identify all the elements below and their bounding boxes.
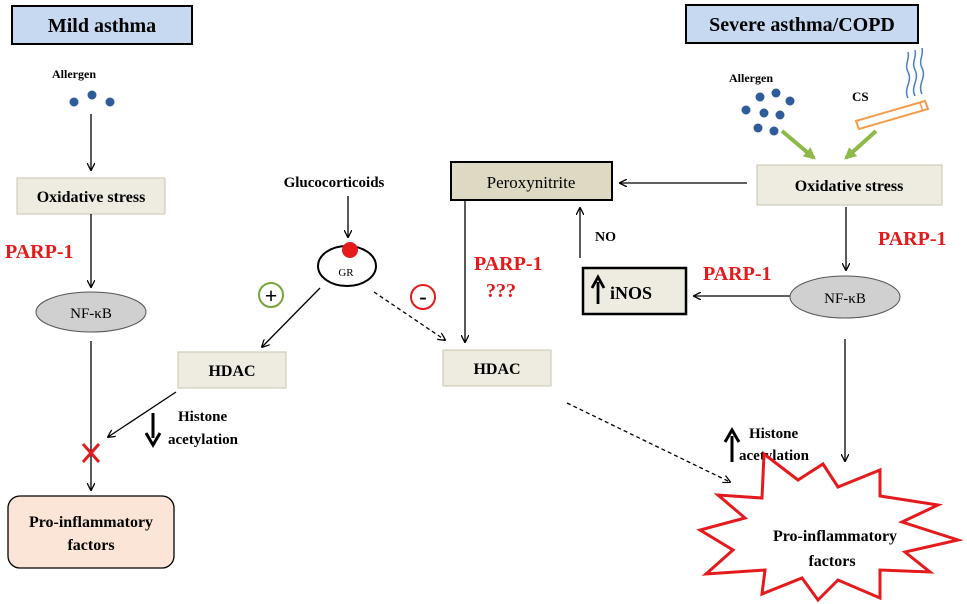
minus-icon: - [410,284,436,310]
right-panel: Severe asthma/COPD Allergen CS Oxidative… [620,4,964,603]
mild-asthma-title-box [11,5,193,45]
proinflammatory-label-left-1: Pro-inflammatory [29,514,153,531]
severe-asthma-title-box [685,4,919,44]
oxidative-stress-label-left: Oxidative stress [37,189,146,206]
parp1-center: PARP-1 [474,253,543,275]
hdac-label-left: HDAC [208,363,255,380]
allergen-label-left: Allergen [52,67,96,81]
green-arrow-cs [844,129,878,160]
parp1-left: PARP-1 [5,241,74,263]
plus-icon: + [258,282,284,308]
allergen-particles-left [69,90,115,107]
severe-asthma-title: Severe asthma/COPD [709,14,895,36]
block-cross-icon [81,443,101,463]
inos-box [581,266,688,316]
proinflammatory-label-right-2: factors [808,553,855,570]
up-arrow-icon-inos [590,274,606,304]
parp1-center-question: ??? [486,280,516,302]
cigarette-icon [854,99,930,131]
nfkb-ellipse-right [789,275,901,319]
histone-label-left: Histone [178,409,228,425]
green-arrow-allergen [780,129,816,160]
acetylation-label-right: acetylation [739,448,810,464]
parp1-inos: PARP-1 [703,263,772,285]
histone-label-right: Histone [749,426,799,442]
mild-asthma-title: Mild asthma [48,15,156,37]
arrow-hdac-to-proinflam-right [566,402,730,482]
arrow-gr-to-hdac-left [262,287,321,347]
arrow-hdac-to-block [108,391,177,437]
hdac-label-center: HDAC [473,361,520,378]
proinflammatory-label-right-1: Pro-inflammatory [773,528,897,545]
allergen-label-right: Allergen [729,71,773,85]
hdac-box-center [442,349,552,387]
oxidative-stress-label-right: Oxidative stress [795,178,904,195]
glucocorticoids-label: Glucocorticoids [284,175,385,191]
left-panel: Mild asthma Allergen Oxidative stress PA… [5,5,287,569]
up-arrow-icon-right [723,427,741,462]
oxidative-stress-box-right [756,164,943,206]
cs-label: CS [852,89,869,104]
nfkb-label-right: NF-κB [824,291,866,307]
svg-text:+: + [265,283,278,308]
center-panel: Glucocorticoids GR + - Peroxynitrite PAR… [258,161,790,482]
peroxynitrite-label: Peroxynitrite [487,173,576,192]
peroxynitrite-box [450,161,613,201]
oxidative-stress-box-left [16,177,166,215]
inos-label: iNOS [610,283,652,303]
proinflammatory-label-left-2: factors [67,537,114,554]
svg-text:-: - [419,284,426,309]
down-arrow-icon-left [144,413,162,448]
nfkb-label-left: NF-κB [70,306,112,322]
proinflammatory-starburst [696,451,964,603]
gr-label: GR [338,267,354,279]
nfkb-ellipse-left [35,291,147,333]
allergen-particles-right [741,88,795,136]
proinflammatory-box-left [7,495,175,569]
arrow-gr-to-hdac-center [373,291,445,340]
gr-ligand-dot [342,242,358,258]
hdac-box-left [177,351,287,389]
parp1-right: PARP-1 [878,228,947,250]
acetylation-label-left: acetylation [168,432,239,448]
no-label: NO [595,230,616,245]
smoke-icon [905,47,925,99]
